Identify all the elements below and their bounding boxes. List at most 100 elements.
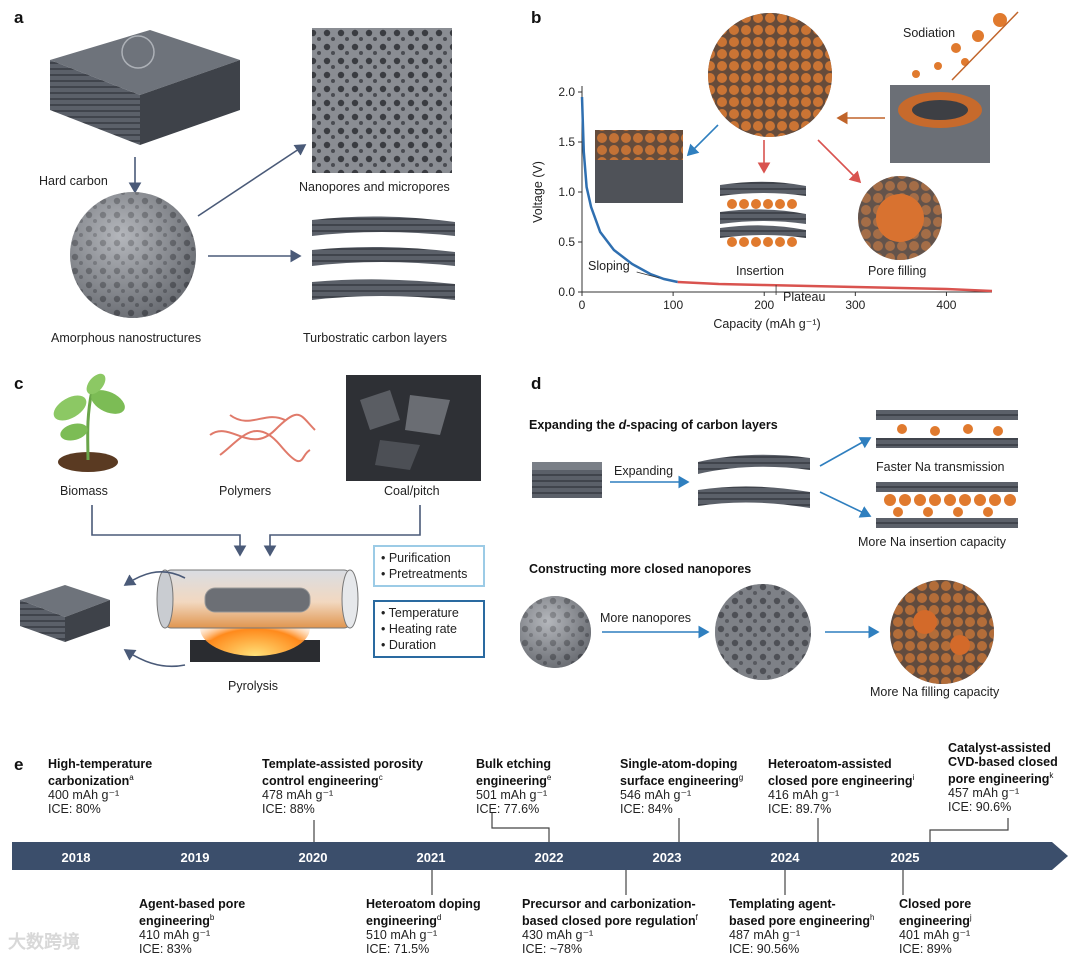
bot4-title-2: based pore engineering	[729, 914, 871, 929]
x-axis-title: Capacity (mAh g⁻¹)	[713, 317, 820, 331]
top4-capacity: 546 mAh g⁻¹	[620, 788, 692, 803]
top3-capacity: 501 mAh g⁻¹	[476, 788, 548, 803]
timeline-top-3: Bulk etching engineeringe 501 mAh g⁻¹ IC…	[476, 757, 551, 816]
top1-title-1: High-temperature	[48, 757, 153, 771]
timeline-bottom-2: Heteroatom doping engineeringd 510 mAh g…	[366, 897, 481, 956]
top5-title-2: closed pore engineering	[768, 774, 913, 789]
panel-a-letter: a	[14, 8, 24, 27]
bot2-ref: d	[436, 913, 442, 922]
plateau-label: Plateau	[783, 290, 826, 304]
arrow-to-sloping	[686, 124, 719, 157]
coal-pitch-label: Coal/pitch	[384, 484, 440, 498]
bot5-title-2: engineering	[899, 914, 970, 929]
bot5-capacity: 401 mAh g⁻¹	[899, 928, 971, 943]
top2-title-2: control engineering	[262, 774, 379, 789]
box2-line-1: • Temperature	[381, 606, 459, 620]
bot1-title-1: Agent-based pore	[139, 897, 246, 911]
timeline-top-4: Single-atom-doping surface engineeringg …	[620, 757, 743, 816]
top6-title-3: pore engineering	[948, 772, 1050, 787]
bot3-title-2: based closed pore regulation	[522, 914, 696, 929]
connector-biomass	[91, 505, 247, 557]
hard-carbon-label: Hard carbon	[39, 174, 108, 188]
year-2025: 2025	[890, 850, 920, 865]
timeline-top-1: High-temperature carbonizationa 400 mAh …	[48, 757, 152, 816]
turbostratic-label: Turbostratic carbon layers	[303, 331, 448, 345]
timeline-bottom-1: Agent-based pore engineeringb 410 mAh g⁻…	[139, 897, 245, 956]
amorphous-sphere-image	[70, 192, 196, 318]
top6-title-2: CVD-based closed	[948, 755, 1058, 769]
arrow-to-faster	[819, 437, 872, 467]
bot1-ice: ICE: 83%	[139, 942, 192, 957]
pretreatment-box: • Purification • Pretreatments	[373, 545, 485, 587]
d-head-post: -spacing of carbon layers	[626, 418, 778, 432]
y-tick-label: 0.0	[558, 285, 575, 299]
pyrolysis-label: Pyrolysis	[228, 679, 279, 693]
bot4-capacity: 487 mAh g⁻¹	[729, 928, 801, 943]
top4-title-1: Single-atom-doping	[620, 757, 738, 771]
year-2018: 2018	[61, 850, 91, 865]
d-head-d: d	[618, 418, 627, 432]
box1-line-1: • Purification	[381, 551, 451, 565]
panel-d-letter: d	[531, 374, 542, 393]
y-tick-label: 1.5	[558, 135, 575, 149]
layered-block-image	[532, 462, 602, 498]
bot3-ice: ICE: ~78%	[522, 942, 583, 957]
y-tick-label: 2.0	[558, 85, 575, 99]
top2-title-1: Template-assisted porosity	[262, 757, 423, 771]
nanoporous-sphere-image	[715, 584, 811, 680]
top1-title-2: carbonization	[48, 774, 130, 789]
top3-ref: e	[546, 773, 552, 782]
more-nanopores-label: More nanopores	[600, 611, 692, 625]
bot2-ice: ICE: 71.5%	[366, 942, 430, 957]
timeline-top-5: Heteroatom-assisted closed pore engineer…	[768, 757, 914, 816]
top6-ref: k	[1049, 771, 1054, 780]
bot2-title-2: engineering	[366, 914, 437, 929]
biomass-plant-icon	[53, 373, 125, 472]
nanopores-image	[312, 28, 452, 173]
box2-line-2: • Heating rate	[381, 622, 457, 636]
pore-filling-sphere-image	[858, 176, 942, 260]
arrow-to-nanopores	[197, 144, 307, 217]
top2-capacity: 478 mAh g⁻¹	[262, 788, 334, 803]
panel-b-illustrations	[595, 11, 1019, 260]
top6-ice: ICE: 90.6%	[948, 800, 1012, 815]
hard-carbon-product-image	[20, 585, 110, 642]
x-tick-label: 100	[663, 298, 683, 312]
bot1-ref: b	[209, 913, 215, 922]
year-2021: 2021	[416, 850, 446, 865]
porous-sphere-image	[520, 596, 591, 668]
sodiated-sphere-image	[708, 13, 832, 137]
top5-ref: i	[912, 773, 915, 782]
year-2019: 2019	[180, 850, 210, 865]
filled-sphere-image	[890, 580, 994, 684]
top4-title-2: surface engineering	[620, 774, 739, 789]
bot2-capacity: 510 mAh g⁻¹	[366, 928, 438, 943]
bot2-title-1: Heteroatom doping	[366, 897, 481, 911]
hard-carbon-block-image	[50, 30, 240, 145]
panel-a-graphics	[50, 28, 455, 318]
top1-ice: ICE: 80%	[48, 802, 101, 817]
sodiation-arrow-line	[951, 11, 1019, 81]
sloping-leader-line	[636, 271, 660, 279]
bot1-capacity: 410 mAh g⁻¹	[139, 928, 211, 943]
panel-e-letter: e	[14, 755, 24, 774]
sodiation-cutaway-image	[890, 85, 990, 163]
timeline-bottom-4: Templating agent- based pore engineering…	[729, 897, 874, 956]
top5-capacity: 416 mAh g⁻¹	[768, 788, 840, 803]
connector-coal	[263, 505, 421, 557]
more-insertion-image	[876, 482, 1018, 528]
panel-d-graphics	[520, 410, 1018, 684]
timeline-top-6: Catalyst-assisted CVD-based closed pore …	[948, 741, 1058, 814]
bot4-ice: ICE: 90.56%	[729, 942, 800, 957]
top3-title-2: engineering	[476, 774, 547, 789]
timeline-top-2: Template-assisted porosity control engin…	[262, 757, 423, 816]
timeline-bottom-3: Precursor and carbonization- based close…	[522, 897, 698, 956]
bot3-capacity: 430 mAh g⁻¹	[522, 928, 594, 943]
panel-c-graphics	[20, 373, 481, 668]
top3-ice: ICE: 77.6%	[476, 802, 540, 817]
bot1-title-2: engineering	[139, 914, 210, 929]
bottom-connectors	[431, 870, 904, 895]
x-tick-label: 0	[579, 298, 586, 312]
box1-line-2: • Pretreatments	[381, 567, 468, 581]
